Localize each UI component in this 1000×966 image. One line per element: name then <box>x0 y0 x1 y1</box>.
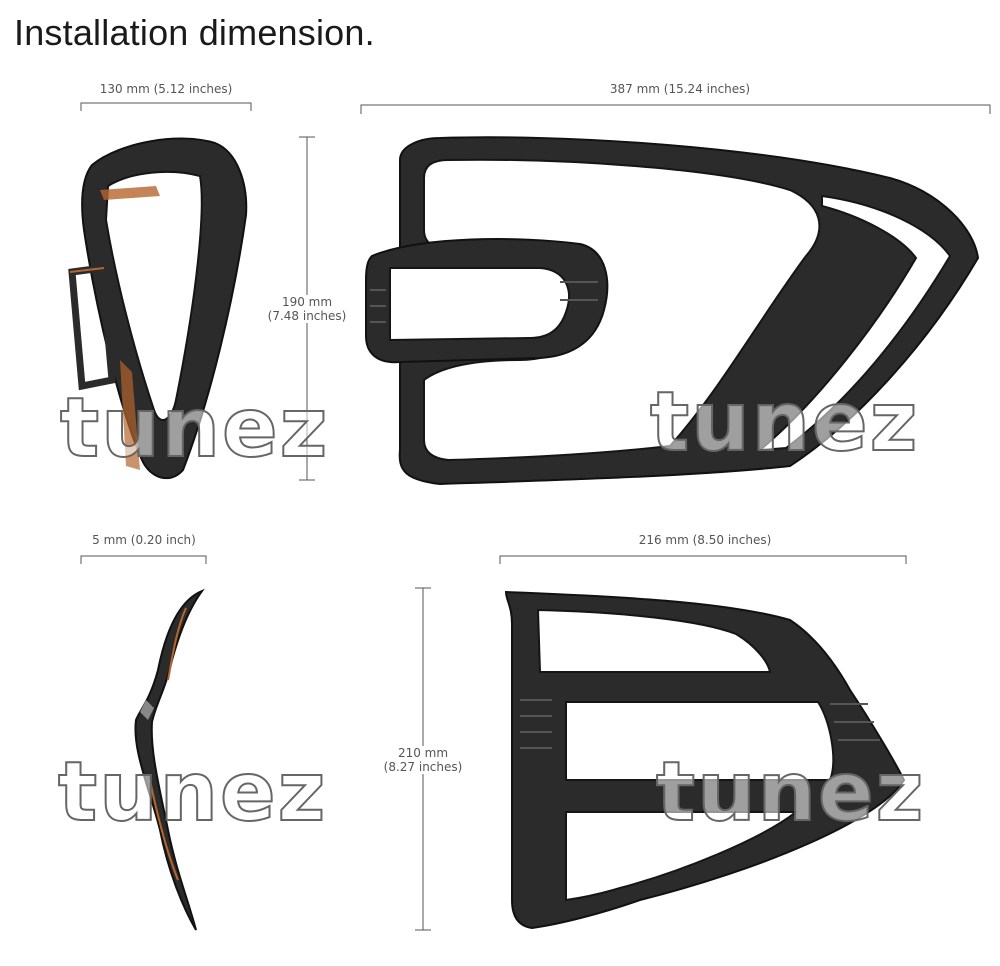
watermark-bottom-left: tunez <box>57 745 328 840</box>
part-top-right-front-view <box>365 136 980 486</box>
label-bottom-height: 210 mm (8.27 inches) <box>374 746 472 774</box>
label-top-height: 190 mm (7.48 inches) <box>258 295 356 323</box>
label-top-right-width: 387 mm (15.24 inches) <box>609 82 751 96</box>
dim-line-bottom-right-width <box>499 555 907 564</box>
watermark-top-right: tunez <box>649 375 920 470</box>
watermark-top-left: tunez <box>59 381 330 476</box>
part-bottom-right-front-view <box>504 590 906 930</box>
page-title: Installation dimension. <box>14 12 375 53</box>
label-bottom-right-width: 216 mm (8.50 inches) <box>638 533 772 547</box>
dimension-lines <box>80 102 991 931</box>
part-bottom-left-profile <box>134 588 205 931</box>
label-top-height-in: (7.48 inches) <box>267 309 347 323</box>
dim-line-bottom-left-width <box>80 555 207 564</box>
watermark-bottom-right: tunez <box>655 745 926 840</box>
label-bottom-left-width: 5 mm (0.20 inch) <box>92 533 196 547</box>
label-top-left-width: 130 mm (5.12 inches) <box>99 82 233 96</box>
dim-line-top-left-width <box>80 102 252 111</box>
label-top-height-mm: 190 mm <box>281 295 333 309</box>
part-top-left-side-view <box>68 137 248 480</box>
dim-line-top-right-width <box>360 104 991 114</box>
label-bottom-height-mm: 210 mm <box>397 746 449 760</box>
label-bottom-height-in: (8.27 inches) <box>383 760 463 774</box>
